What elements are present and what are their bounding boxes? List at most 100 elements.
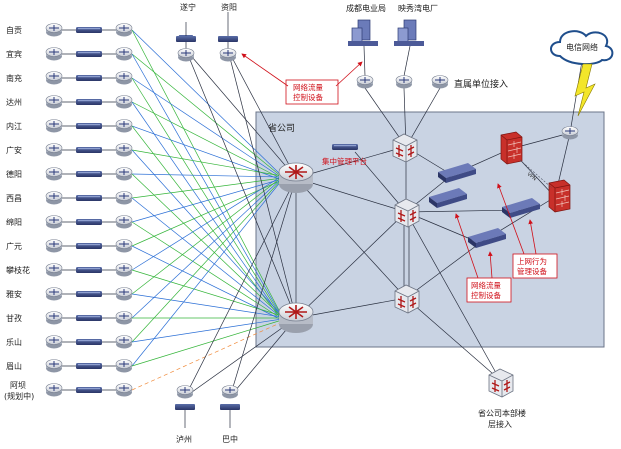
city-link — [131, 319, 283, 367]
city-link — [131, 125, 283, 181]
city-edge-router-icon — [115, 167, 133, 181]
city-link — [131, 178, 283, 223]
callout-behavior-line2: 管理设备 — [517, 266, 547, 276]
city-row: 阿坝(规划中) — [4, 381, 133, 401]
city-label: 雅安 — [6, 289, 22, 299]
city-traffic-device-icon — [76, 51, 102, 57]
city-row: 雅安 — [6, 287, 133, 301]
city-label: 内江 — [6, 121, 22, 131]
city-link — [131, 29, 283, 317]
callout-traffic-top: 网络流量 控制设备 — [241, 53, 363, 105]
label-luzhou: 泸州 — [176, 434, 192, 444]
city-edge-router-icon — [115, 311, 133, 325]
city-link — [131, 101, 283, 320]
city-label: 眉山 — [6, 361, 22, 371]
city-row: 甘孜 — [6, 311, 133, 325]
city-traffic-device-icon — [76, 147, 102, 153]
vpn-label: VPN — [526, 171, 538, 182]
lightning-bolt — [574, 63, 596, 117]
label-ziyang: 资阳 — [221, 2, 237, 12]
city-row: 绵阳 — [6, 215, 133, 229]
city-traffic-device-icon — [76, 243, 102, 249]
province-label: 省公司 — [268, 122, 295, 134]
city-edge-router-icon — [115, 23, 133, 37]
city-label: 乐山 — [6, 337, 22, 347]
city-link — [131, 77, 283, 319]
label-chengdu-power: 成都电业局 — [346, 3, 386, 13]
city-router-icon — [45, 119, 63, 133]
branch-luzhou: 泸州 — [175, 385, 195, 444]
city-label: 绵阳 — [6, 217, 22, 227]
city-edge-router-icon — [115, 335, 133, 349]
province-router-top — [278, 162, 314, 194]
city-edge-router-icon — [115, 143, 133, 157]
city-router-icon — [45, 383, 63, 397]
city-traffic-device-icon — [76, 267, 102, 273]
direct-unit-yingxiuwan: 映秀湾电厂 — [393, 3, 438, 89]
city-link — [131, 175, 283, 271]
city-link — [131, 77, 283, 179]
city-router-icon — [45, 167, 63, 181]
core-links — [184, 49, 584, 398]
city-row: 眉山 — [6, 359, 133, 373]
city-traffic-device-icon — [76, 171, 102, 177]
city-router-icon — [45, 23, 63, 37]
city-row: 南充 — [6, 71, 133, 85]
city-row: 广安 — [6, 143, 133, 157]
management-platform-label: 集中管理平台 — [322, 156, 367, 166]
city-router-icon — [45, 287, 63, 301]
callout-traffic-bottom-line2: 控制设备 — [471, 290, 501, 300]
floor-access-line2: 层接入 — [488, 419, 512, 429]
city-label: 南充 — [6, 73, 22, 83]
city-link — [131, 149, 283, 317]
city-edge-router-icon — [115, 71, 133, 85]
callout-traffic-top-line1: 网络流量 — [293, 82, 323, 92]
city-link — [131, 179, 283, 367]
telecom-cloud-label: 电信网络 — [566, 42, 598, 52]
city-edge-router-icon — [115, 383, 133, 397]
city-router-icon — [45, 191, 63, 205]
city-link — [131, 177, 283, 199]
city-label: 广安 — [6, 145, 22, 155]
city-traffic-device-icon — [76, 219, 102, 225]
province-region — [255, 111, 605, 348]
province-router-bottom — [278, 302, 314, 334]
callout-behavior: 上网行为 管理设备 — [497, 183, 558, 279]
city-row: 德阳 — [6, 167, 133, 181]
city-edge-router-icon — [115, 215, 133, 229]
city-link — [131, 149, 283, 177]
city-traffic-device-icon — [76, 363, 102, 369]
city-link — [131, 29, 283, 177]
city-traffic-device-icon — [76, 195, 102, 201]
city-router-icon — [45, 95, 63, 109]
city-router-icon — [45, 215, 63, 229]
city-link — [131, 318, 283, 343]
city-label: 西昌 — [6, 194, 22, 203]
city-label: 自贡 — [6, 25, 22, 35]
city-link — [131, 197, 283, 319]
city-link — [131, 293, 283, 318]
city-edge-router-icon — [115, 47, 133, 61]
telecom-cloud: 电信网络 — [550, 30, 614, 66]
callout-traffic-bottom: 网络流量 控制设备 — [455, 213, 512, 303]
callout-traffic-bottom-line1: 网络流量 — [471, 280, 501, 290]
city-link — [131, 53, 283, 178]
city-traffic-device-icon — [76, 99, 102, 105]
core-switch-mid — [394, 198, 420, 228]
label-yingxiuwan: 映秀湾电厂 — [398, 3, 438, 13]
city-traffic-device-icon — [76, 315, 102, 321]
management-platform-device — [332, 144, 358, 150]
city-link — [131, 178, 283, 343]
branch-ziyang: 资阳 — [218, 2, 238, 62]
city-row: 西昌 — [6, 191, 133, 205]
city-edge-router-icon — [115, 239, 133, 253]
branch-suining: 遂宁 — [176, 2, 196, 62]
city-row: 自贡 — [6, 23, 133, 37]
city-edge-router-icon — [115, 119, 133, 133]
city-row: 内江 — [6, 119, 133, 133]
city-traffic-device-icon — [76, 75, 102, 81]
city-edge-router-icon — [115, 359, 133, 373]
city-row: 乐山 — [6, 335, 133, 349]
